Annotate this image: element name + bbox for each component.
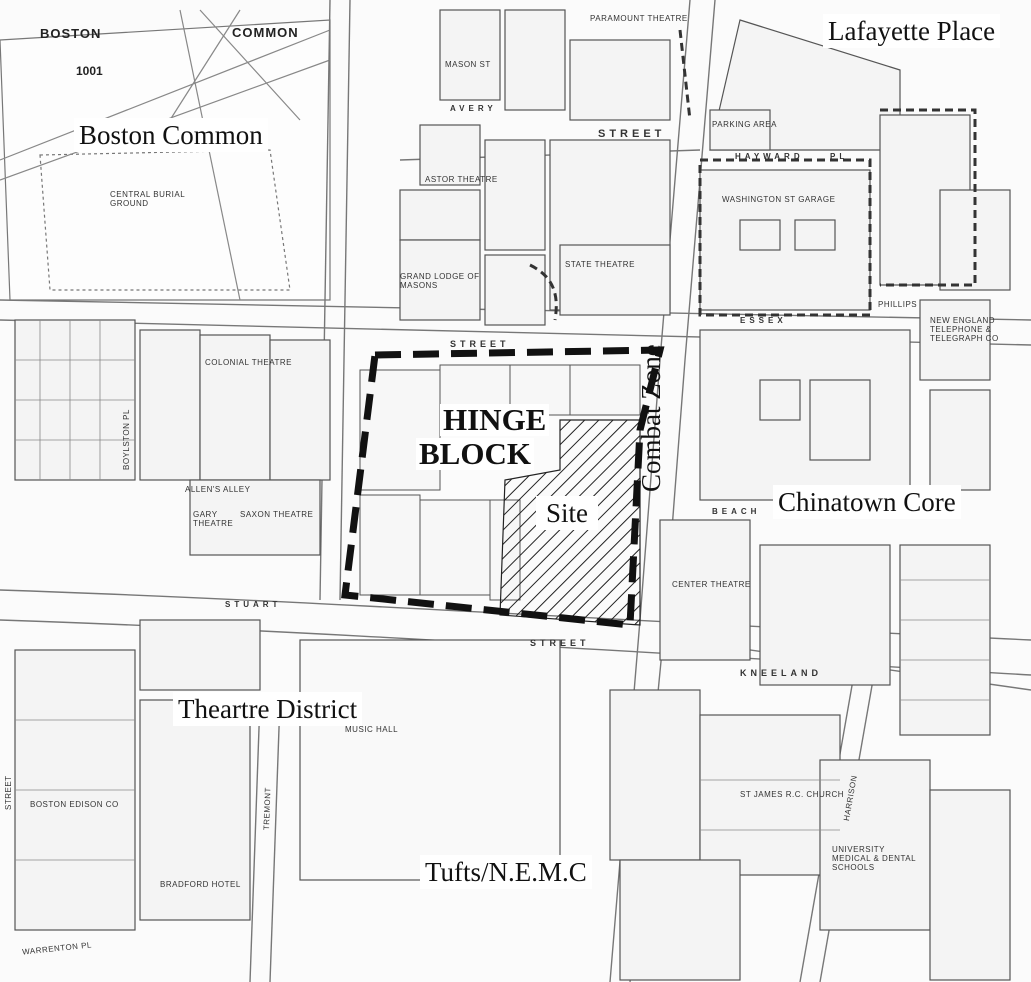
parcel-number-label: 1001 <box>76 64 103 78</box>
building-parcels <box>14 9 1011 981</box>
beach-label: BEACH <box>712 507 761 516</box>
colonial-theatre-label: COLONIAL THEATRE <box>205 358 292 367</box>
essex-label: ESSEX <box>740 316 787 325</box>
university-medical-label: UNIVERSITY MEDICAL & DENTAL SCHOOLS <box>832 845 916 872</box>
allens-alley-label: ALLEN'S ALLEY <box>185 485 251 494</box>
hayward-label: HAYWARD <box>735 152 804 161</box>
hinge-block-boundary <box>341 346 665 629</box>
street-west-label: STREET <box>4 775 13 810</box>
street-essex-label: STREET <box>450 339 510 349</box>
parking-area-label: PARKING AREA <box>712 120 777 129</box>
bradford-hotel-label: BRADFORD HOTEL <box>160 880 241 889</box>
state-theatre-label: STATE THEATRE <box>565 260 635 269</box>
center-theatre-label: CENTER THEATRE <box>672 580 751 589</box>
dashed-outlines <box>529 29 977 321</box>
avery-street-label: AVERY <box>450 104 497 113</box>
boston-common-area <box>0 9 331 301</box>
boylston-pl-label: BOYLSTON PL <box>122 409 131 470</box>
st-james-church-label: ST JAMES R.C. CHURCH <box>740 790 845 799</box>
astor-theatre-label: ASTOR THEATRE <box>425 175 498 184</box>
stuart-label: STUART <box>225 600 282 609</box>
central-burial-ground-label: CENTRAL BURIAL GROUND <box>110 190 185 208</box>
kneeland-label: KNEELAND <box>740 668 823 678</box>
pl-label: PL <box>830 152 849 161</box>
grand-lodge-label: GRAND LODGE OF MASONS <box>400 272 480 290</box>
common-top-label: COMMON <box>232 25 299 40</box>
saxon-theatre-label: SAXON THEATRE <box>240 510 314 519</box>
boston-top-label: BOSTON <box>40 26 102 41</box>
chinatown-core-label: Chinatown Core <box>773 485 961 519</box>
block-label: BLOCK <box>416 438 534 470</box>
boston-edison-label: BOSTON EDISON CO <box>30 800 119 809</box>
theatre-district-label: Theartre District <box>173 692 363 726</box>
washington-garage-label: WASHINGTON ST GARAGE <box>722 195 836 204</box>
new-england-telephone-label: NEW ENGLAND TELEPHONE & TELEGRAPH CO <box>930 316 999 343</box>
lafayette-place-label: Lafayette Place <box>823 14 1001 48</box>
paramount-theatre-label: PARAMOUNT THEATRE <box>590 14 688 23</box>
street-stuart-label: STREET <box>530 638 590 648</box>
phillips-label: PHILLIPS <box>878 300 918 309</box>
tufts-nemc-label: Tufts/N.E.M.C <box>420 855 592 889</box>
music-hall-label: MUSIC HALL <box>345 725 399 734</box>
parcel-lines <box>15 320 990 861</box>
tremont-label: TREMONT <box>262 786 273 831</box>
boston-common-label: Boston Common <box>74 118 268 152</box>
street-north-label: STREET <box>598 128 666 140</box>
site-label: Site <box>536 496 599 530</box>
mason-st-label: MASON ST <box>445 60 491 69</box>
combat-zone-label: Combat Zone <box>636 344 666 492</box>
hinge-label: HINGE <box>440 404 550 436</box>
gary-theatre-label: GARY THEATRE <box>193 510 234 528</box>
